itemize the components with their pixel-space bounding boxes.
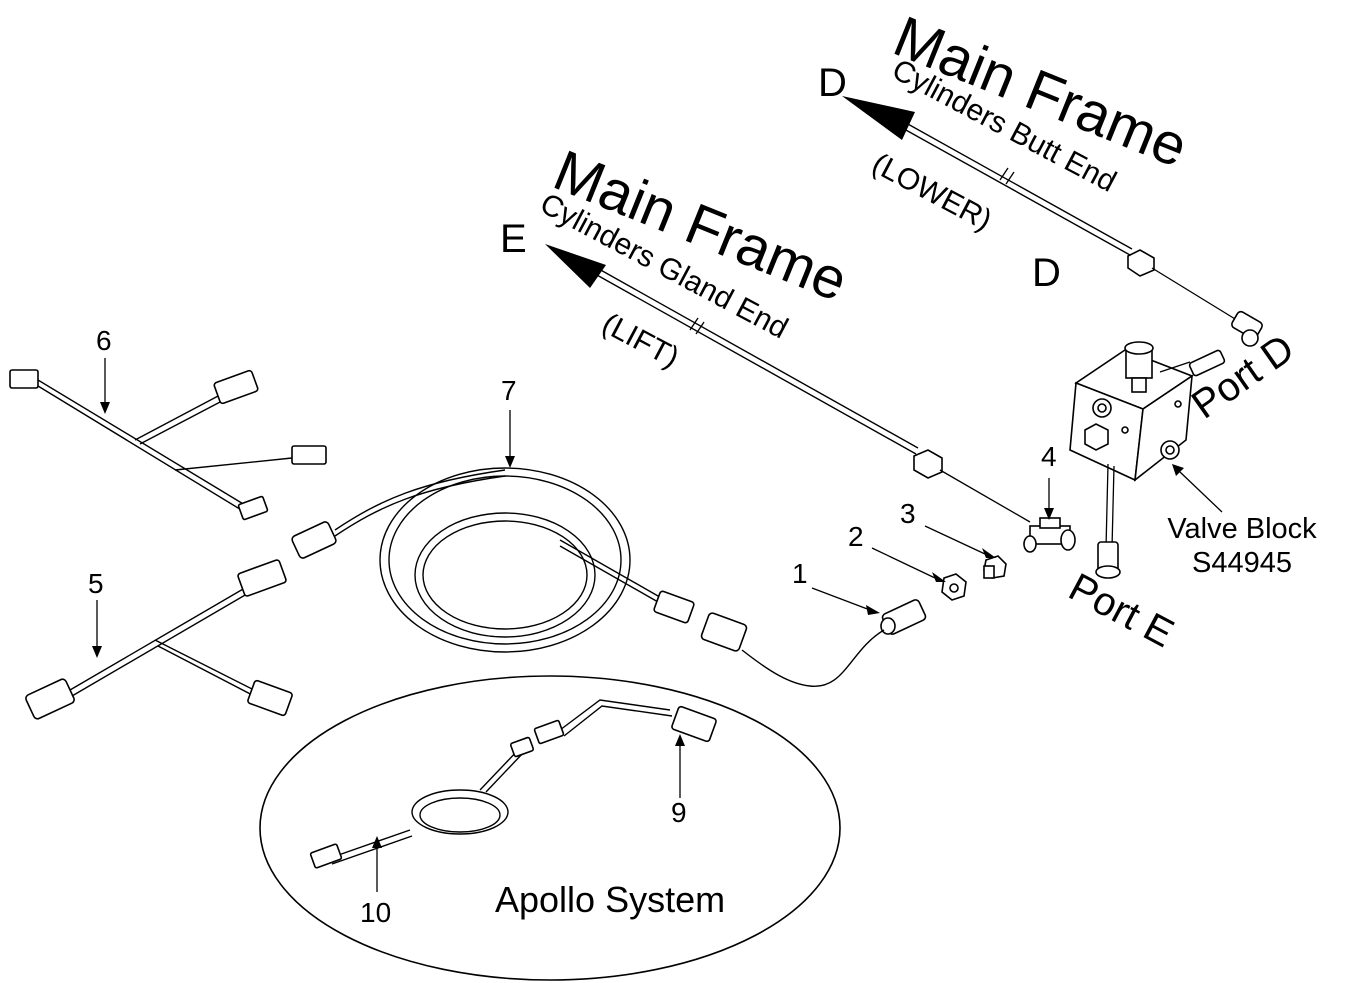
hose-d [869, 103, 1241, 323]
item-number-2: 2 [848, 521, 864, 552]
item-number-9: 9 [671, 797, 687, 828]
valve-block-part-number: S44945 [1192, 547, 1292, 579]
port-e-label: Port E [1062, 565, 1181, 656]
hose-e [587, 263, 1031, 523]
item-6-harness [9, 369, 327, 521]
item-number-3: 3 [900, 498, 916, 529]
port-d-fitting [1159, 310, 1263, 377]
arrow-d-head [842, 96, 915, 140]
mating-connector [700, 612, 748, 652]
item-number-6: 6 [96, 325, 112, 356]
item-5-harness [25, 559, 293, 720]
apollo-system-label: Apollo System [495, 879, 725, 920]
arrow-e-head [545, 244, 606, 288]
port-e-fitting [1095, 541, 1121, 579]
hose-d-nut [1127, 249, 1155, 277]
item-2-nut [941, 573, 967, 601]
valve-block [1069, 341, 1194, 549]
lower-callout-letter: E [500, 217, 527, 261]
item-number-5: 5 [88, 568, 104, 599]
item-number-4: 4 [1041, 441, 1057, 472]
leader-arrows [92, 358, 1223, 892]
item-7-coiled-harness [291, 467, 695, 653]
item-4-tee-fitting [1023, 517, 1076, 553]
item-number-10: 10 [360, 897, 391, 928]
item-number-1: 1 [792, 558, 808, 589]
upper-callout-function: (LOWER) [867, 147, 997, 237]
hose-e-nut [913, 449, 943, 479]
item-1-sensor [741, 599, 927, 687]
valve-block-label: Valve Block [1167, 513, 1317, 545]
upper-callout-letter: D [818, 61, 847, 105]
hose-d-end-letter: D [1032, 251, 1061, 295]
apollo-inset [259, 675, 841, 981]
item-number-7: 7 [501, 375, 517, 406]
item-3-adapter [983, 555, 1007, 579]
